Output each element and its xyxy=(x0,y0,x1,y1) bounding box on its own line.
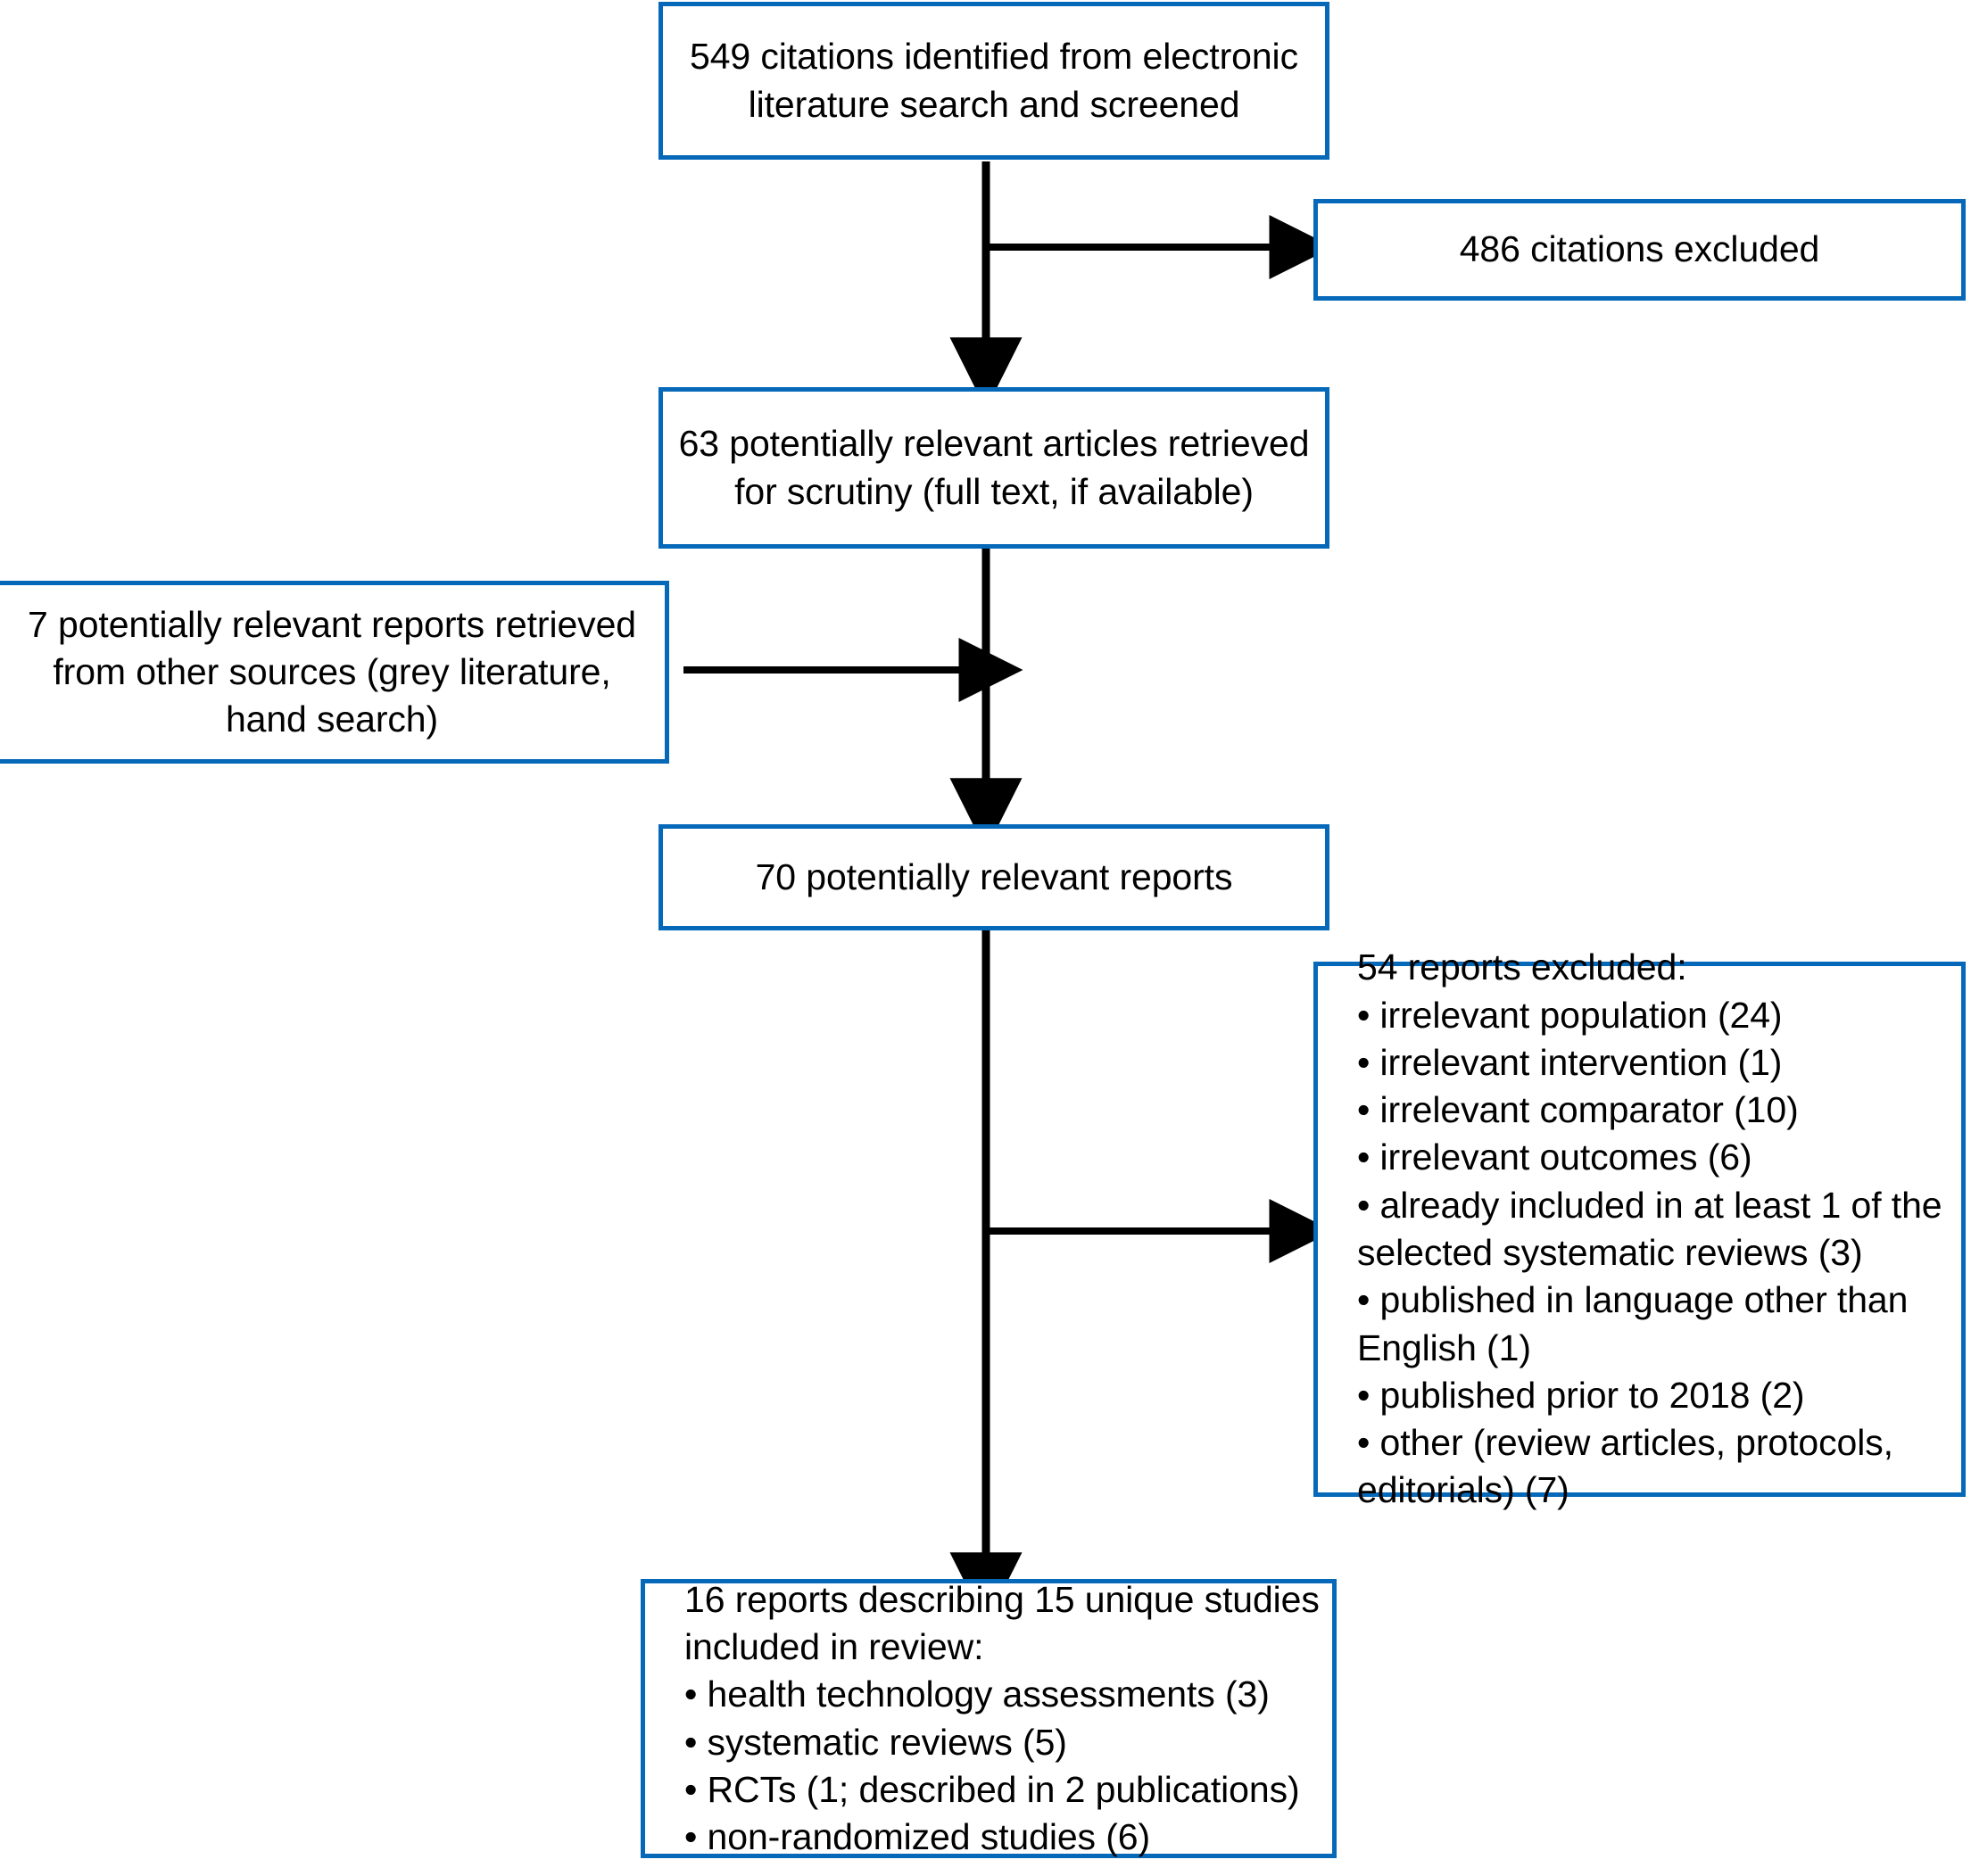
box-included-studies: 16 reports describing 15 unique studies … xyxy=(641,1579,1337,1858)
box-included-studies-text: 16 reports describing 15 unique studies … xyxy=(684,1578,1320,1858)
box-relevant-reports: 70 potentially relevant reports xyxy=(658,824,1329,930)
box-reports-excluded: 54 reports excluded: • irrelevant popula… xyxy=(1313,946,1966,1510)
box-citations-identified-text: 549 citations identified from electronic… xyxy=(690,36,1298,125)
box-citations-excluded-text: 486 citations excluded xyxy=(1459,228,1820,270)
box-retrieved-articles: 63 potentially relevant articles retriev… xyxy=(658,387,1329,549)
box-retrieved-articles-text: 63 potentially relevant articles retriev… xyxy=(678,423,1310,512)
box-citations-identified: 549 citations identified from electronic… xyxy=(658,2,1329,160)
box-reports-excluded-text: 54 reports excluded: • irrelevant popula… xyxy=(1357,946,1942,1511)
box-citations-excluded: 486 citations excluded xyxy=(1313,199,1966,301)
box-other-sources: 7 potentially relevant reports retrieved… xyxy=(0,581,669,764)
box-other-sources-text: 7 potentially relevant reports retrieved… xyxy=(28,603,636,740)
box-relevant-reports-text: 70 potentially relevant reports xyxy=(755,855,1233,897)
